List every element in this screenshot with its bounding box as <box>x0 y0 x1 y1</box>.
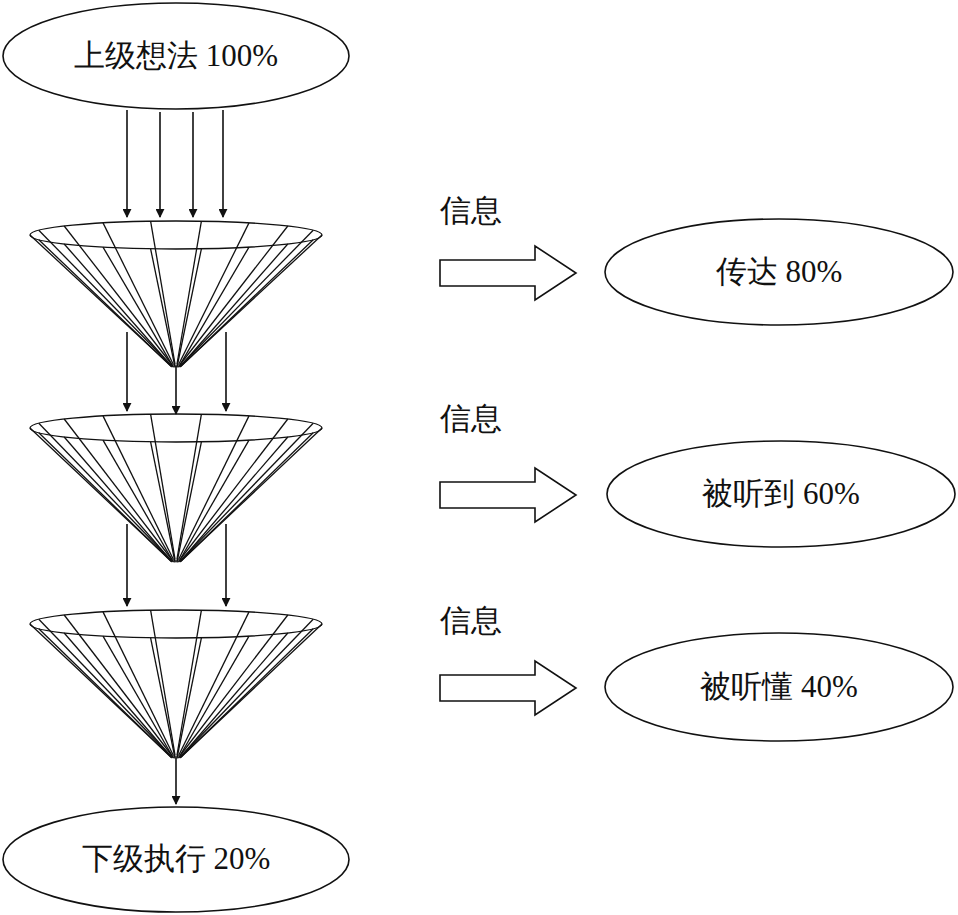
node-text: 传达 80% <box>716 251 843 293</box>
stage-ellipse: 被听到 60% <box>606 440 956 548</box>
node-text: 上级想法 100% <box>74 35 278 77</box>
stage-ellipse: 被听懂 40% <box>604 632 954 742</box>
node-text: 被听到 60% <box>702 473 860 515</box>
hollow-arrows <box>440 246 576 715</box>
info-label: 信息 <box>440 600 502 642</box>
idea-ellipse: 上级想法 100% <box>2 2 350 110</box>
node-text: 下级执行 20% <box>82 838 271 880</box>
funnel-shapes <box>30 221 322 759</box>
stage-ellipse: 传达 80% <box>604 218 954 326</box>
info-label: 信息 <box>440 190 502 232</box>
info-label: 信息 <box>440 398 502 440</box>
flow-arrows <box>127 110 226 804</box>
result-ellipse: 下级执行 20% <box>2 806 350 913</box>
node-text: 被听懂 40% <box>700 666 858 708</box>
